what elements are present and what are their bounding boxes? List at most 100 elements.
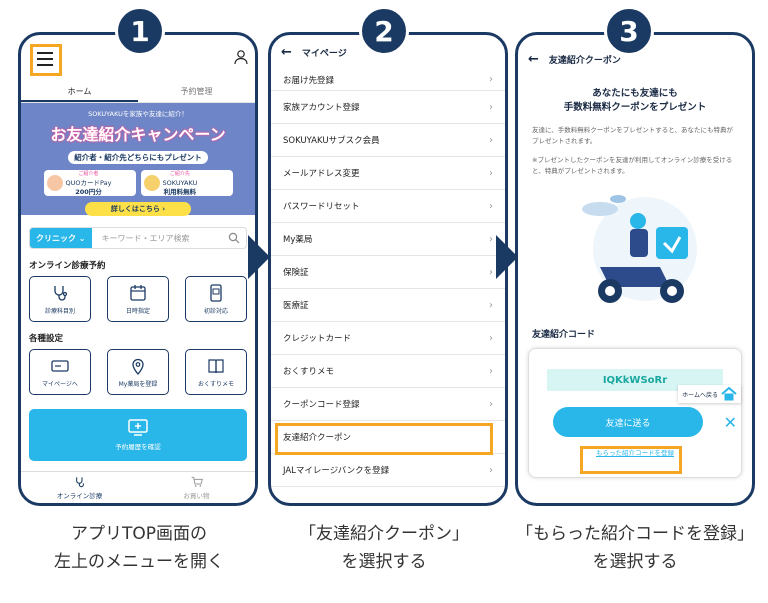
register-pharmacy-button[interactable]: My薬局を登録 [107,349,169,395]
menu-item-email[interactable]: メールアドレス変更› [271,157,505,190]
send-to-friend-button[interactable]: 友達に送る [553,407,703,437]
chevron-right-icon: › [489,299,493,311]
user-icon[interactable] [233,49,249,65]
menu-item-medical-card[interactable]: 医療証› [271,289,505,322]
menu-item-password[interactable]: パスワードリセット› [271,190,505,223]
grid-label: 日時指定 [125,307,150,315]
nav-online-consultation[interactable]: オンライン診療 [21,472,138,503]
card-tag: ご紹介者 [78,170,99,177]
highlight-menu [30,44,62,76]
online-by-department-button[interactable]: 診療科目別 [29,276,91,322]
card-icon [51,359,69,372]
highlight-register-link [580,446,682,474]
chevron-right-icon: › [489,233,493,245]
search-icon[interactable] [228,232,240,244]
chevron-right-icon: › [489,398,493,410]
grid-label: マイページへ [42,380,78,388]
grid-label: おくすりメモ [197,380,234,388]
video-phone-icon [210,283,222,302]
coupon-description: 友達に、手数料無料クーポンをプレゼントすると、あなたにも特典がプレゼントされます… [532,126,734,175]
coupon-header: ← 友達紹介クーポン [518,35,752,83]
reservation-history-button[interactable]: 予約履歴を確認 [29,409,247,461]
app-header: ホーム 予約管理 [21,35,255,103]
chevron-right-icon: › [489,266,493,278]
nav-shopping[interactable]: お買い物 [138,472,255,503]
card-text: SOKUYAKU [162,178,198,187]
category-select[interactable]: クリニック ⌄ [30,228,92,248]
banner-title: お友達紹介キャンペーン [50,125,226,144]
chevron-right-icon: › [489,74,493,85]
search-bar: クリニック ⌄ キーワード・エリア検索 [29,227,247,249]
card-text: 利用料無料 [163,187,197,196]
person-icon [143,175,160,191]
caption-step-2: 「友達紹介クーポン」 を選択する [299,524,469,572]
bottom-nav: オンライン診療 お買い物 [21,471,255,503]
mypage-button[interactable]: マイページへ [29,349,91,395]
menu-item-insurance[interactable]: 保険証› [271,256,505,289]
chevron-right-icon: › [489,332,493,344]
home-tabs: ホーム 予約管理 [21,86,255,102]
caption-step-1: アプリTOP画面の 左上のメニューを開く [54,524,224,572]
step-badge-3: 3 [604,6,654,56]
step-badge-2: 2 [359,6,409,56]
online-by-date-button[interactable]: 日時指定 [107,276,169,322]
tab-reservations[interactable]: 予約管理 [180,87,213,96]
menu-item-delivery[interactable]: お届け先登録› [271,69,505,91]
banner-top-text: SOKUYAKUを家族や友達に紹介！ [88,110,188,118]
menu-item-family-account[interactable]: 家族アカウント登録› [271,91,505,124]
register-code-link[interactable]: もらった紹介コードを登録 [596,449,674,457]
code-card: IQKkWSoRr ホームへ戻る 友達に送る ✕ もらった紹介コードを登録 [528,348,742,478]
chevron-right-icon: › [489,134,493,146]
card-text: QUOカードPay [65,178,112,187]
book-icon [208,358,224,373]
chevron-right-icon: › [489,464,493,476]
menu-item-credit-card[interactable]: クレジットカード› [271,322,505,355]
home-tip[interactable]: ホームへ戻る [678,385,741,403]
mypage-title: マイページ [301,48,347,59]
menu-item-subscription[interactable]: SOKUYAKUサブスク会員› [271,124,505,157]
delivery-scooter-illustration [560,187,710,317]
calendar-icon [130,284,146,301]
search-input[interactable]: キーワード・エリア検索 [101,233,190,243]
stethoscope-icon [75,476,84,487]
caption-step-3: 「もらった紹介コードを登録」 を選択する [516,524,754,572]
online-first-visit-button[interactable]: 初診対応 [185,276,247,322]
chevron-right-icon: › [489,365,493,377]
stethoscope-icon [54,285,68,301]
medicine-memo-button[interactable]: おくすりメモ [185,349,247,395]
home-icon [721,387,737,401]
coupon-heading: あなたにも友達にも 手数料無料クーポンをプレゼント [563,88,707,113]
back-arrow-icon[interactable]: ← [281,44,292,60]
banner-details-button[interactable]: 詳しくはこちら › [84,202,192,216]
arrow-icon [496,235,518,279]
section-settings-label: 各種設定 [29,334,64,344]
phone-screen-mypage: ← マイページ お届け先登録› 家族アカウント登録› SOKUYAKUサブスク会… [268,32,508,506]
back-arrow-icon[interactable]: ← [528,51,539,67]
chevron-right-icon: › [489,200,493,212]
card-tag: ご紹介先 [169,170,190,177]
grid-label: My薬局を登録 [118,380,158,388]
hamburger-menu-icon[interactable] [29,43,61,75]
step-badge-1: 1 [115,6,165,56]
chevron-right-icon: › [489,167,493,179]
mypage-header: ← マイページ [271,35,505,69]
code-label: 友達紹介コード [532,330,596,340]
menu-item-coupon-code[interactable]: クーポンコード登録› [271,388,505,421]
campaign-banner[interactable]: SOKUYAKUを家族や友達に紹介！ お友達紹介キャンペーン 紹介者・紹介先どち… [21,103,255,216]
menu-item-medicine-memo[interactable]: おくすりメモ› [271,355,505,388]
map-pin-icon [132,358,144,375]
mypage-menu-list: お届け先登録› 家族アカウント登録› SOKUYAKUサブスク会員› メールアド… [271,69,505,487]
phone-screen-friend-coupon: ← 友達紹介クーポン あなたにも友達にも 手数料無料クーポンをプレゼント 友達に… [515,32,755,506]
grid-label: 初診対応 [203,307,228,315]
menu-item-my-pharmacy[interactable]: My薬局› [271,223,505,256]
menu-item-jal-mileage[interactable]: JALマイレージバンクを登録› [271,454,505,487]
cart-icon [191,476,203,487]
phone-screen-home: ホーム 予約管理 SOKUYAKUを家族や友達に紹介！ お友達紹介キャンペーン … [18,32,258,506]
close-icon[interactable]: ✕ [723,413,737,432]
person-icon [46,175,63,191]
highlight-friend-coupon [275,423,493,455]
tab-home[interactable]: ホーム [21,86,138,102]
arrow-icon [248,235,270,279]
